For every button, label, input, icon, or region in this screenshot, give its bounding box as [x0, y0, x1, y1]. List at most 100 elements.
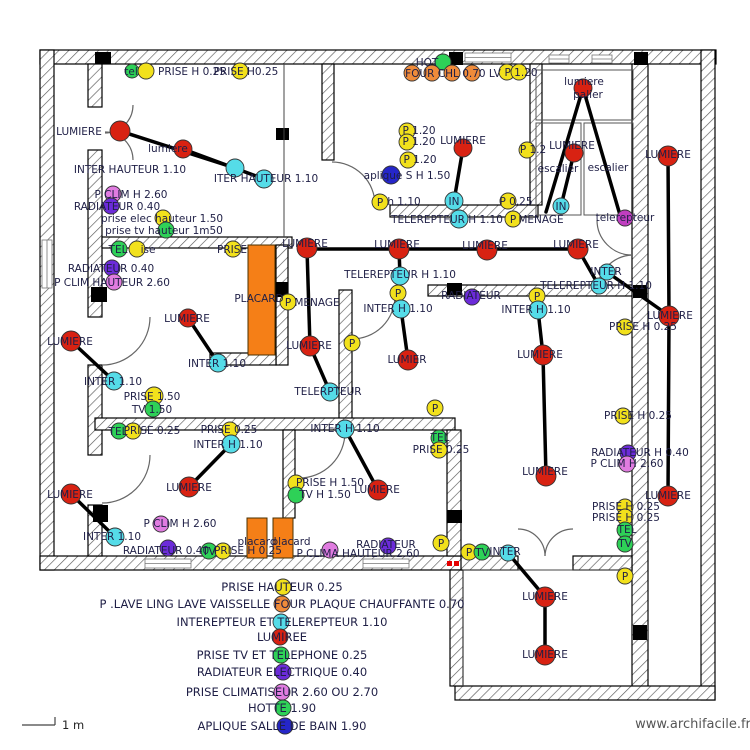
legend-label: PRISE TV ET TELEPHONE 0.25 — [197, 648, 368, 662]
wire-line — [666, 154, 671, 318]
plan-label: INTER — [590, 266, 621, 278]
legend-symbol — [273, 595, 291, 613]
plan-label: TELEREPTEUR H 1.10 — [343, 269, 456, 281]
prise-symbol — [430, 441, 448, 459]
wire-line — [544, 86, 585, 214]
plan-label: P — [432, 403, 438, 415]
lumiere-symbol — [534, 644, 556, 666]
inter-symbol — [104, 371, 124, 391]
wire-line — [305, 247, 312, 348]
plan-label: LUMIERE — [549, 140, 595, 152]
lumiere-symbol — [109, 120, 131, 142]
plan-label: P CLIM H 2.60 — [144, 518, 217, 530]
wall-segment — [454, 685, 716, 701]
legend-item: P .LAVE LING LAVE VAISSELLE FOUR PLAQUE … — [100, 595, 464, 613]
plan-label: P — [349, 338, 355, 350]
wall-segment — [449, 569, 464, 687]
plan-label: P 0.25 — [499, 196, 532, 208]
plan-label: INTER — [489, 546, 520, 558]
legend-label: RADIATEUR ELECTRIQUE 0.40 — [197, 665, 367, 679]
inter-symbol — [254, 169, 274, 189]
plan-label: LUMIERE — [522, 591, 568, 603]
plan-label: MENAGE — [294, 297, 339, 309]
wall-segment — [39, 49, 717, 65]
wall-block — [634, 52, 648, 65]
plan-label: PRISE H 0.25 — [604, 410, 672, 422]
plan-label: PRISE H 0.25 — [609, 321, 677, 333]
radiateur-symbol — [463, 288, 481, 306]
inter-symbol — [225, 158, 245, 178]
wall-block — [633, 625, 647, 640]
prise-symbol — [231, 62, 249, 80]
wall-segment — [101, 236, 293, 249]
plan-label: INTER 1.10 — [83, 531, 141, 543]
plan-label: MENAGE — [518, 214, 563, 226]
prise-symbol — [399, 151, 417, 169]
plan-label: P 1.20 — [403, 154, 436, 166]
prise-symbol — [124, 422, 142, 440]
tv-tel-symbol — [110, 240, 128, 258]
plan-label: TEL — [617, 524, 637, 536]
legend-item: PRISE CLIMATISEUR 2.60 OU 2.70 — [186, 683, 378, 701]
tv-tel-symbol — [144, 400, 162, 418]
plan-label: LUMIERE — [286, 340, 332, 352]
plan-label: P — [395, 288, 401, 300]
inter-symbol — [449, 209, 469, 229]
radiateur-symbol — [159, 539, 177, 557]
plan-label: LUMIERE — [56, 126, 102, 138]
placard-closet — [272, 517, 294, 559]
plan-label: TV — [474, 547, 489, 559]
wire-line — [605, 270, 670, 317]
aplique-symbol — [381, 165, 401, 185]
clim-symbol — [152, 515, 170, 533]
inter-symbol — [552, 197, 570, 215]
prise-symbol — [343, 334, 361, 352]
plan-label: P CLIM H 2.60 — [95, 189, 168, 201]
legend-label: LUMIREE — [257, 630, 307, 644]
plan-label: RADIATEUR H 0.40 — [591, 447, 689, 459]
plan-label: PRISE H 0.25 — [158, 66, 226, 78]
plan-label: RADIATEUR — [356, 539, 416, 551]
wire-line — [343, 427, 380, 492]
wall-block — [447, 283, 462, 295]
legend-symbol — [274, 578, 292, 596]
lumiere-symbol — [564, 143, 584, 163]
prise-symbol — [214, 542, 232, 560]
legend-item: PRISE TV ET TELEPHONE 0.25 — [197, 646, 368, 664]
tv-tel-symbol — [616, 535, 634, 553]
scale-label: 1 m — [62, 718, 84, 732]
plan-label: PRISE — [217, 244, 247, 256]
lumiere-symbol — [657, 145, 679, 167]
wall-segment — [87, 63, 103, 108]
wire-line — [666, 314, 671, 498]
plan-label: PRISE H 1.50 — [296, 477, 364, 489]
lumiere-symbol — [532, 344, 554, 366]
plan-label: RADIATEUR 0.40 — [123, 545, 209, 557]
plan-label: PLACARD — [234, 293, 283, 305]
plan-label: LUMIERE — [553, 239, 599, 251]
legend-label: PRISE CLIMATISEUR 2.60 OU 2.70 — [186, 685, 378, 699]
plan-label: LUMIERE — [522, 466, 568, 478]
legend-symbol — [274, 663, 292, 681]
prise-symbol — [426, 399, 444, 417]
plan-label: escalier — [538, 163, 579, 175]
prise-symbol — [499, 192, 517, 210]
plan-label: LUMIERE — [282, 238, 328, 250]
plan-label: P 1.20 — [402, 125, 435, 137]
plan-label: LUMIERE — [645, 149, 691, 161]
inter-symbol — [528, 300, 548, 320]
wire-line — [581, 86, 622, 217]
plan-label: prise elec hauteur 1.50 — [101, 213, 223, 225]
door-arc — [596, 219, 633, 256]
stair-outline — [583, 122, 634, 216]
plan-label: LUMIERE — [164, 313, 210, 325]
stair-outline — [535, 69, 634, 121]
plan-label: P 1.20 — [402, 136, 435, 148]
plan-label: PRISE H0.25 — [214, 66, 279, 78]
prise-symbol — [371, 193, 389, 211]
plan-label: PRISE 0.25 — [413, 444, 470, 456]
site-credit: www.archifacile.fr — [635, 717, 750, 732]
wall-block — [95, 52, 111, 64]
plan-label: P — [438, 538, 444, 550]
plan-label: RADIATEUR 0.40 — [68, 263, 154, 275]
